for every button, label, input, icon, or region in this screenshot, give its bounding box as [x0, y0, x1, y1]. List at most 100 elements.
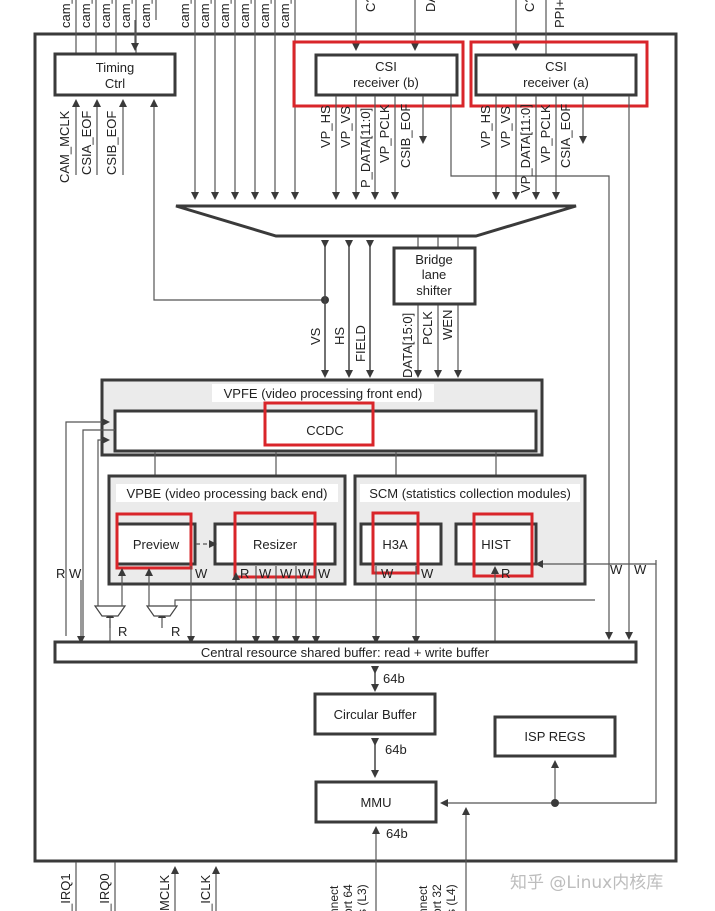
input-mux [175, 204, 577, 238]
read-mux-2 [145, 605, 179, 617]
isp-regs-label: ISP REGS [524, 729, 586, 744]
csi-a-output-label: VP_VS [498, 106, 513, 148]
bus-width-label: 64b [385, 742, 407, 757]
w-label: W [259, 566, 272, 581]
r-label: R [118, 624, 127, 639]
w-label: W [381, 566, 394, 581]
top-signal-label: cam_ [78, 0, 93, 28]
vpfe-title: VPFE (video processing front end) [224, 386, 423, 401]
top-signal-lines [75, 0, 547, 200]
r-label: R [171, 624, 180, 639]
top-signal-label: DA [423, 0, 438, 12]
timing-input-label: CSIA_EOF [79, 111, 94, 175]
csi-a-output-label: VP_PCLK [538, 104, 553, 163]
bottom-port-label: nnect [327, 885, 341, 911]
r-label: R [501, 566, 510, 581]
csi-b-label-2: receiver (b) [353, 75, 419, 90]
scm-title: SCM (statistics collection modules) [369, 486, 571, 501]
mmu-label: MMU [360, 795, 391, 810]
bridge-signal-label: DATA[15:0] [400, 313, 415, 378]
r-label: R [240, 566, 249, 581]
csi-a-output-label: CSIA_EOF [558, 104, 573, 168]
csi-receiver-a-block [474, 53, 638, 97]
bus-width-label: 64b [383, 671, 405, 686]
h3a-label: H3A [382, 537, 408, 552]
timing-ctrl-label-2: Ctrl [105, 76, 125, 91]
bottom-port-label: s (L3) [355, 884, 369, 911]
w-label: W [610, 562, 623, 577]
central-buffer-label: Central resource shared buffer: read + w… [201, 645, 490, 660]
bottom-signal-label: MCLK [157, 875, 172, 911]
csi-receiver-b-block [314, 53, 459, 97]
resizer-label: Resizer [253, 537, 298, 552]
bus-width-label: 64b [386, 826, 408, 841]
csi-b-output-label: VP_VS [338, 106, 353, 148]
csi-b-output-label: CSIB_EOF [398, 104, 413, 168]
circular-buffer-block [313, 692, 437, 736]
w-label: W [634, 562, 647, 577]
h3a-highlight [371, 511, 420, 575]
csi-b-output-label: VP_PCLK [377, 104, 392, 163]
bridge-signal-label: PCLK [420, 311, 435, 345]
bottom-signal-lines [75, 862, 220, 911]
w-label: W [421, 566, 434, 581]
csi-a-output-label: VP_DATA[11:0] [518, 104, 533, 193]
vpbe-title-bg [116, 484, 338, 502]
timing-input-label: CAM_MCLK [57, 110, 72, 183]
csi-a-highlight [469, 40, 649, 108]
watermark: 知乎 @Linux内核库 [510, 873, 663, 893]
top-signal-label: cam_ [138, 0, 153, 28]
buffer-connection-lines [77, 566, 595, 644]
csi-output-lines [332, 96, 633, 640]
vpbe-title: VPBE (video processing back end) [127, 486, 328, 501]
bridge-label-3: shifter [416, 283, 452, 298]
timing-ctrl-block [53, 52, 177, 97]
vpfe-feedback-lines [65, 418, 115, 636]
mux-signal-label: HS [332, 327, 347, 345]
csi-a-label-2: receiver (a) [523, 75, 589, 90]
bridge-label-1: Bridge [415, 252, 453, 267]
bridge-label-2: lane [422, 267, 447, 282]
csi-a-label-1: CSI [545, 59, 567, 74]
w-label: W [280, 566, 293, 581]
preview-highlight [115, 512, 193, 570]
top-signal-label: C? [522, 0, 537, 12]
bottom-port-label: ort 32 [430, 884, 444, 911]
mux-signal-label: FIELD [353, 325, 368, 362]
timing-input-label: CSIB_EOF [104, 111, 119, 175]
csi-b-highlight [292, 40, 465, 108]
mmu-block [314, 780, 438, 824]
top-signal-label: cam_ [177, 0, 192, 28]
csi-a-output-label: VP_HS [478, 105, 493, 148]
resizer-highlight [233, 511, 317, 579]
top-signal-label: cam_ [197, 0, 212, 28]
top-signal-label: PPI+ [552, 0, 567, 28]
top-signal-label: cam_ [58, 0, 73, 28]
top-signal-label: cam_ [237, 0, 252, 28]
rw-label: R W [56, 566, 82, 581]
top-signal-label: cam_ [118, 0, 133, 28]
isp-regs-block [493, 715, 617, 758]
w-label: W [318, 566, 331, 581]
csi-b-output-label: VP_HS [318, 105, 333, 148]
bottom-signal-label: _IRQ1 [58, 873, 73, 911]
vpfe-title-bg [212, 384, 434, 402]
rw-labels: R W W R W W W W W W R W W R R [56, 562, 647, 639]
hist-highlight [472, 512, 534, 578]
mmu-connection-lines [372, 564, 657, 911]
bottom-signal-label: _ICLK [198, 875, 213, 911]
read-mux-1 [93, 605, 127, 617]
top-signal-label: cam_ [217, 0, 232, 28]
ccdc-highlight [263, 401, 375, 447]
circular-buffer-label: Circular Buffer [334, 707, 418, 722]
w-label: W [195, 566, 208, 581]
scm-title-bg [360, 484, 580, 502]
mux-signal-lines [321, 237, 462, 378]
hist-block [454, 522, 538, 566]
timing-ctrl-label-1: Timing [96, 60, 135, 75]
csi-b-label-1: CSI [375, 59, 397, 74]
central-shared-buffer [53, 640, 638, 664]
top-signal-label: cam_ [257, 0, 272, 28]
mux-signal-label: VS [308, 327, 323, 345]
